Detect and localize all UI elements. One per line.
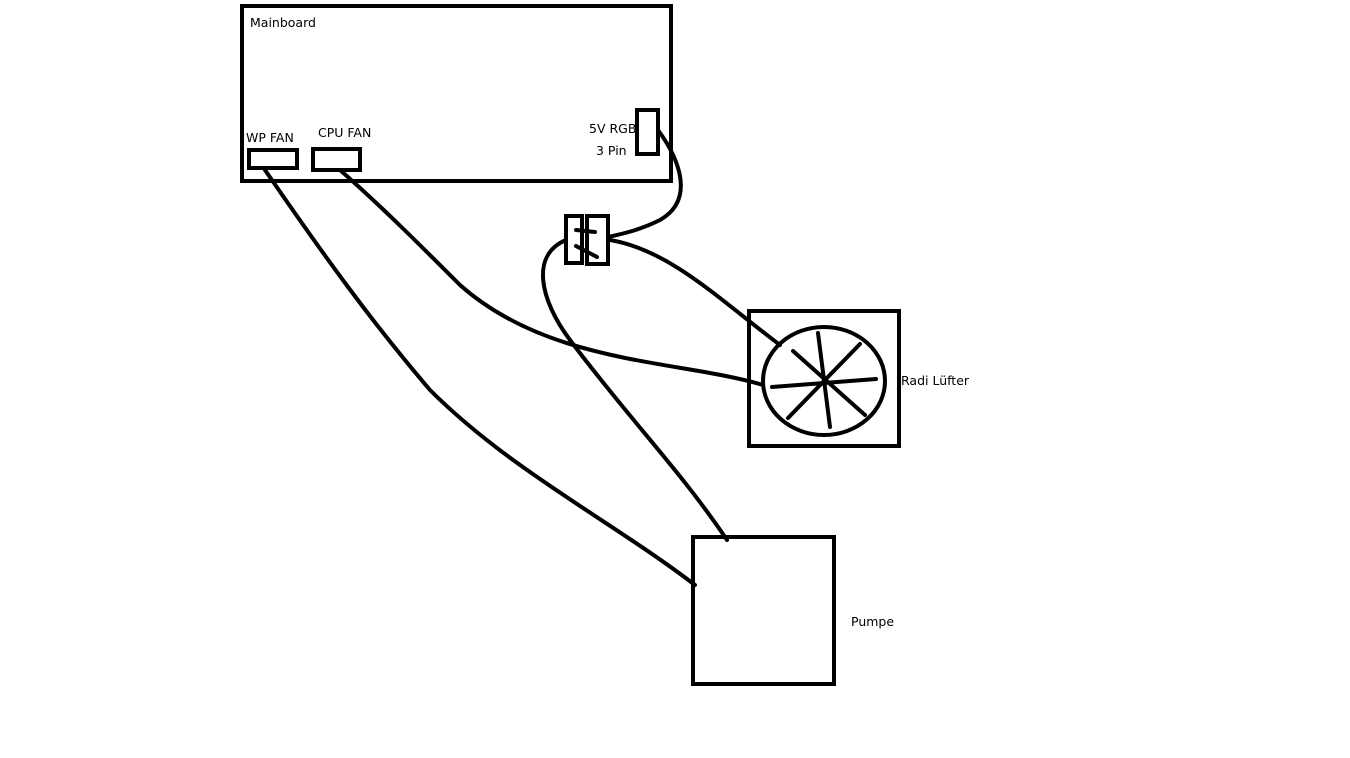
- wires: [263, 128, 782, 587]
- mainboard: Mainboard WP FAN CPU FAN 5V RGB 3 Pin: [240, 4, 673, 183]
- radiator-fan-ring: [761, 325, 887, 437]
- wp-fan-header: [247, 148, 299, 170]
- splitter-bridge-top: [574, 228, 597, 234]
- mainboard-outline: [240, 4, 673, 183]
- splitter-left-block: [564, 214, 584, 265]
- splitter-bridge-bottom: [574, 244, 599, 259]
- wire-wp-fan-to-pump: [263, 168, 697, 587]
- cpu-fan-label: CPU FAN: [318, 125, 371, 140]
- radiator-fan-frame: [747, 309, 901, 448]
- radiator-fan-label: Radi Lüfter: [901, 373, 970, 388]
- pump: Pumpe: [691, 535, 894, 686]
- radiator-fan: Radi Lüfter: [747, 309, 970, 448]
- wire-rgb-to-splitter: [606, 128, 683, 239]
- pump-label: Pumpe: [851, 614, 894, 629]
- rgb-splitter: [564, 214, 610, 266]
- wire-cpu-fan-to-radiator-fan: [338, 168, 765, 387]
- wire-splitter-to-radiator-fan: [608, 238, 782, 347]
- rgb-label-line1: 5V RGB: [589, 121, 636, 136]
- rgb-header: [635, 108, 660, 156]
- wp-fan-label: WP FAN: [246, 130, 294, 145]
- rgb-label-line2: 3 Pin: [596, 143, 627, 158]
- wire-splitter-to-pump: [541, 238, 729, 542]
- fan-blades-icon: [770, 331, 878, 429]
- pump-box: [691, 535, 836, 686]
- cpu-fan-header: [311, 147, 362, 172]
- mainboard-label: Mainboard: [250, 15, 316, 30]
